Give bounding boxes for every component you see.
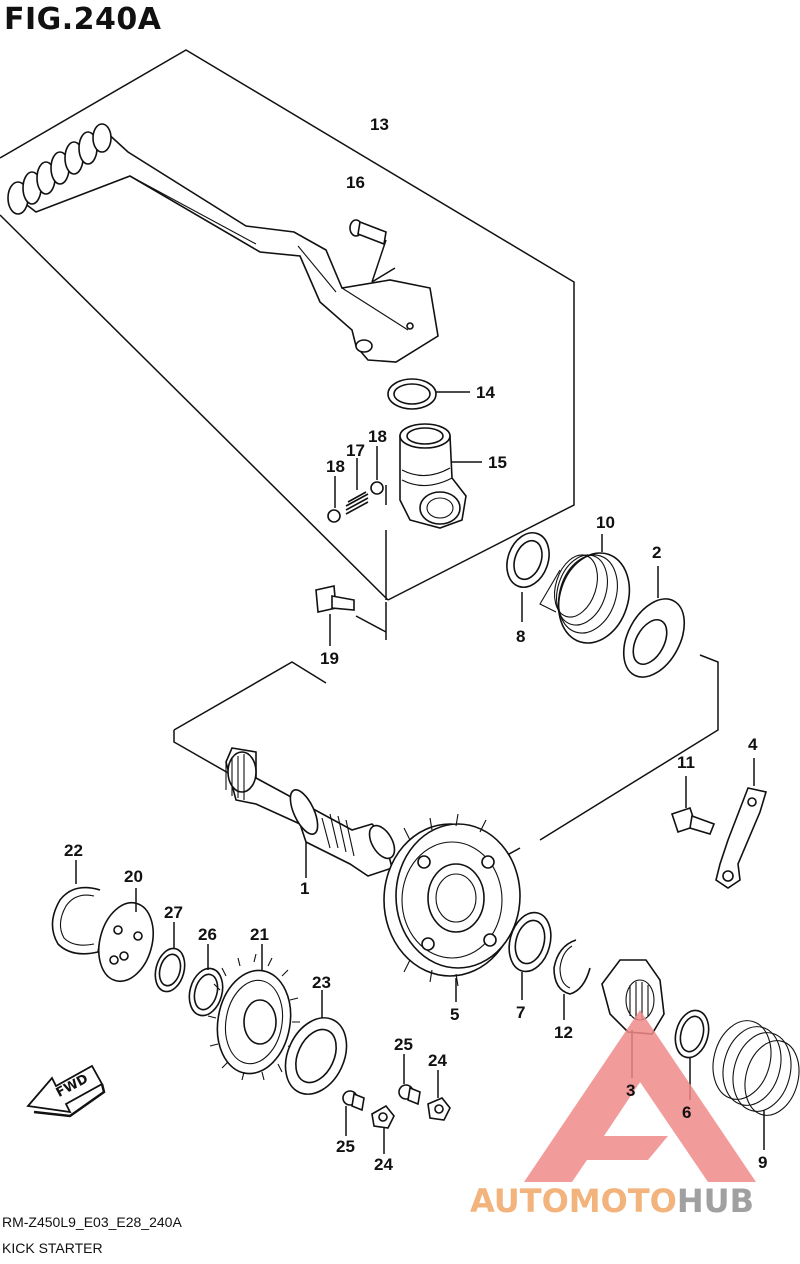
- callout-27: 27: [164, 903, 183, 922]
- callout-3: 3: [626, 1081, 635, 1100]
- callout-7: 7: [516, 1003, 525, 1022]
- guide-plate-2: [622, 566, 686, 678]
- callout-10: 10: [596, 513, 615, 532]
- holder-20: [98, 888, 154, 983]
- callout-16: 16: [346, 173, 365, 192]
- callout-5: 5: [450, 1005, 459, 1024]
- circlip-22: [51, 860, 101, 955]
- washer-6: [674, 1009, 710, 1100]
- callout-24-right: 24: [428, 1051, 447, 1070]
- plate-24-right: [427, 1070, 451, 1121]
- callout-19: 19: [320, 649, 339, 668]
- callout-12: 12: [554, 1023, 573, 1042]
- stopper-guide-4: [715, 758, 768, 889]
- return-spring-10: [539, 534, 631, 644]
- idle-gear-21: [207, 944, 300, 1081]
- callout-15: 15: [488, 453, 507, 472]
- washer-27: [154, 922, 186, 993]
- bolt-11: [670, 776, 716, 835]
- washer-23: [284, 990, 348, 1095]
- callout-26: 26: [198, 925, 217, 944]
- watermark-logo: [524, 1010, 756, 1182]
- callout-18-left: 18: [326, 457, 345, 476]
- callout-labels: 13 16 14 15 18 17 18 10 2 8 19 4 11 22 2…: [64, 115, 767, 1174]
- ball-18-left: [327, 476, 341, 523]
- figure-title: FIG.240A: [4, 2, 162, 37]
- callout-23: 23: [312, 973, 331, 992]
- ball-18-right: [370, 446, 384, 495]
- spring-17: [345, 458, 369, 515]
- bolt-25-left: [342, 1090, 365, 1136]
- diagram-code: RM-Z450L9_E03_E28_240A: [2, 1214, 182, 1230]
- callout-6: 6: [682, 1103, 691, 1122]
- callout-13: 13: [370, 115, 389, 134]
- kick-starter-lever: [7, 123, 439, 363]
- watermark-text-b: HUB: [677, 1182, 754, 1220]
- bolt-25-right: [398, 1054, 421, 1106]
- diagram-name: KICK STARTER: [2, 1240, 103, 1256]
- washer-26: [188, 944, 224, 1017]
- callout-25-right: 25: [394, 1035, 413, 1054]
- o-ring-14: [387, 378, 470, 410]
- callout-17: 17: [346, 441, 365, 460]
- callout-25-left: 25: [336, 1137, 355, 1156]
- callout-8: 8: [516, 627, 525, 646]
- plate-24-left: [371, 1104, 395, 1154]
- callout-22: 22: [64, 841, 83, 860]
- callout-4: 4: [748, 735, 758, 754]
- washer-7: [508, 911, 552, 1000]
- forward-direction-arrow: FWD: [26, 1064, 106, 1118]
- callout-11: 11: [677, 753, 695, 772]
- bolt-19: [315, 585, 355, 646]
- callout-2: 2: [652, 543, 661, 562]
- watermark-text: AUTOMOTOHUB: [470, 1182, 754, 1220]
- circlip-12: [553, 939, 591, 1020]
- watermark-text-a: AUTOMOTO: [470, 1182, 677, 1220]
- callout-21: 21: [250, 925, 269, 944]
- callout-14: 14: [476, 383, 495, 402]
- callout-1: 1: [300, 879, 309, 898]
- kick-gear-5: [383, 813, 521, 1002]
- kick-shaft-boss-15: [399, 423, 482, 529]
- callout-20: 20: [124, 867, 143, 886]
- callout-9: 9: [758, 1153, 767, 1172]
- bolt-16: [349, 219, 396, 283]
- callout-18-right: 18: [368, 427, 387, 446]
- kick-lever-assembly-frame: [0, 49, 575, 640]
- washer-8: [506, 532, 550, 622]
- callout-24-left: 24: [374, 1155, 393, 1174]
- ratchet-spring-9: [712, 1020, 800, 1150]
- kick-shaft-1: [225, 747, 396, 878]
